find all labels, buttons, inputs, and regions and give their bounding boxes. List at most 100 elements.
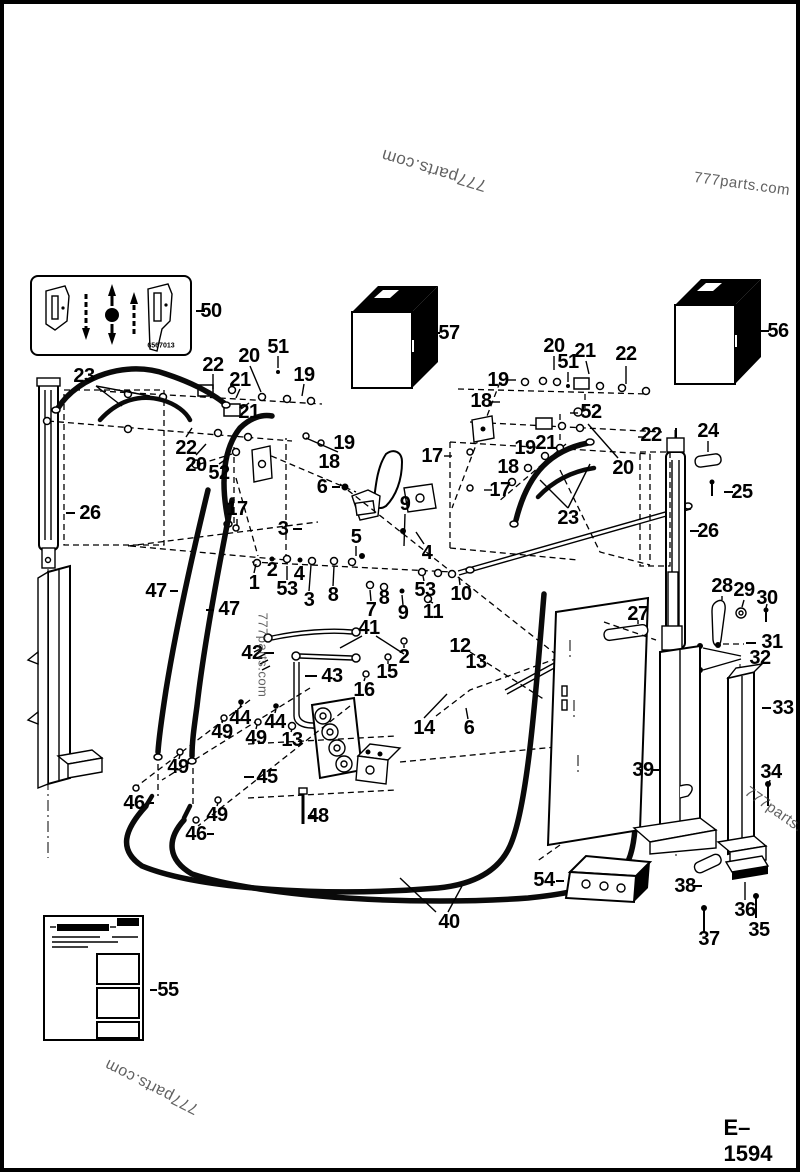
- callout-8: 8: [378, 587, 390, 609]
- valve-box-56: [674, 279, 769, 385]
- callout-49: 49: [245, 727, 267, 749]
- control-box-54: [556, 854, 653, 904]
- callout-40: 40: [438, 911, 460, 933]
- callout-49: 49: [167, 756, 189, 778]
- callout-20: 20: [543, 335, 565, 357]
- callout-28: 28: [711, 575, 733, 597]
- callout-9: 9: [399, 493, 411, 515]
- callout-2: 2: [266, 559, 278, 581]
- callout-8: 8: [327, 584, 339, 606]
- callout-37: 37: [698, 928, 720, 950]
- callout-55: 55: [157, 979, 179, 1001]
- callout-49: 49: [206, 804, 228, 826]
- callout-42: 42: [241, 642, 263, 664]
- callout-21: 21: [229, 369, 251, 391]
- left-fitting-cluster: [42, 356, 357, 557]
- callout-9: 9: [397, 602, 409, 624]
- callout-52: 52: [580, 401, 602, 423]
- callout-6: 6: [463, 717, 475, 739]
- hydraulic-hoses: [123, 487, 639, 913]
- callout-27: 27: [627, 603, 649, 625]
- callout-51: 51: [557, 351, 579, 373]
- right-fitting-cluster: [444, 356, 663, 561]
- callout-36: 36: [734, 899, 756, 921]
- callout-21: 21: [574, 340, 596, 362]
- callout-32: 32: [749, 647, 771, 669]
- figure-code: E–1594: [723, 1115, 773, 1166]
- callout-19: 19: [293, 364, 315, 386]
- callout-22: 22: [175, 437, 197, 459]
- callout-4: 4: [293, 563, 305, 585]
- callout-2: 2: [398, 646, 410, 668]
- callout-46: 46: [185, 823, 207, 845]
- callout-20: 20: [612, 457, 634, 479]
- callout-14: 14: [413, 717, 435, 739]
- callout-19: 19: [487, 369, 509, 391]
- callout-31: 31: [761, 631, 783, 653]
- callout-46: 46: [123, 792, 145, 814]
- callout-57: 57: [438, 322, 460, 344]
- callout-20: 20: [238, 345, 260, 367]
- callout-45: 45: [256, 766, 278, 788]
- callout-13: 13: [465, 651, 487, 673]
- callout-47: 47: [145, 580, 167, 602]
- callout-18: 18: [318, 451, 340, 473]
- callout-6: 6: [316, 476, 328, 498]
- callout-10: 10: [450, 583, 472, 605]
- callout-54: 54: [533, 869, 555, 891]
- callout-18: 18: [470, 390, 492, 412]
- control-valve-handle: [332, 450, 437, 559]
- callout-13: 13: [281, 729, 303, 751]
- callout-49: 49: [211, 721, 233, 743]
- callout-22: 22: [202, 354, 224, 376]
- callout-30: 30: [756, 587, 778, 609]
- callout-26: 26: [697, 520, 719, 542]
- callout-24: 24: [697, 420, 719, 442]
- callout-11: 11: [422, 601, 444, 623]
- callout-51: 51: [267, 336, 289, 358]
- callout-53: 53: [276, 578, 298, 600]
- callout-23: 23: [73, 365, 95, 387]
- callout-1: 1: [248, 572, 260, 594]
- callout-33: 33: [772, 697, 794, 719]
- callout-21: 21: [535, 432, 557, 454]
- callout-43: 43: [321, 665, 343, 687]
- callout-17: 17: [489, 479, 511, 501]
- callout-34: 34: [760, 761, 782, 783]
- callout-56: 56: [767, 320, 789, 342]
- watermark: 777parts.com: [255, 612, 271, 698]
- callout-44: 44: [264, 711, 286, 733]
- callout-5: 5: [350, 526, 362, 548]
- right-upright-assembly: [535, 571, 771, 932]
- callout-19: 19: [333, 432, 355, 454]
- callout-25: 25: [731, 481, 753, 503]
- callout-35: 35: [748, 919, 770, 941]
- callout-19: 19: [514, 437, 536, 459]
- callout-22: 22: [615, 343, 637, 365]
- callout-23: 23: [557, 507, 579, 529]
- callout-41: 41: [358, 617, 380, 639]
- callout-20: 20: [185, 454, 207, 476]
- callout-50: 50: [200, 300, 222, 322]
- callout-4: 4: [421, 542, 433, 564]
- callout-39: 39: [632, 759, 654, 781]
- callout-26: 26: [79, 502, 101, 524]
- callout-47: 47: [218, 598, 240, 620]
- callout-21: 21: [238, 401, 260, 423]
- callout-44: 44: [229, 707, 251, 729]
- valve-box-57: [351, 286, 440, 389]
- callout-12: 12: [449, 635, 471, 657]
- callout-15: 15: [376, 661, 398, 683]
- callout-18: 18: [497, 456, 519, 478]
- coupler-block-45: [244, 735, 567, 824]
- callout-52: 52: [208, 462, 230, 484]
- callout-17: 17: [226, 498, 248, 520]
- callout-53: 53: [414, 579, 436, 601]
- elbow-fitting-rows: [131, 687, 351, 835]
- callout-3: 3: [277, 518, 289, 540]
- callout-48: 48: [307, 805, 329, 827]
- center-fitting-row: [251, 483, 693, 657]
